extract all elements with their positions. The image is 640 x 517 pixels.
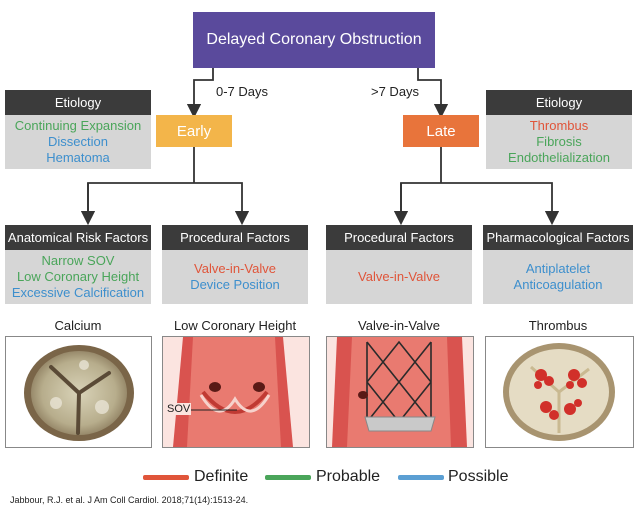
- early-label: Early: [176, 122, 212, 140]
- arrow-title-to-early: [186, 68, 214, 119]
- panel-item: Excessive Calcification: [11, 285, 145, 300]
- etiology-left-item: Dissection: [48, 134, 108, 149]
- thrombus-illustration: [485, 336, 634, 448]
- legend-possible-swatch: [398, 475, 444, 480]
- sov-annotation: SOV: [166, 403, 192, 415]
- calcified-valve-icon: [24, 345, 134, 441]
- image-label-calcium: Calcium: [54, 318, 102, 333]
- thrombus-valve-icon: [503, 343, 615, 441]
- early-box: Early: [156, 115, 232, 147]
- panel-item: Device Position: [190, 277, 280, 292]
- etiology-left-header: Etiology: [5, 90, 151, 115]
- title-box: Delayed Coronary Obstruction: [193, 12, 435, 68]
- panel-item: Valve-in-Valve: [194, 261, 276, 276]
- late-days-label: >7 Days: [371, 84, 420, 99]
- etiology-right-header: Etiology: [486, 90, 632, 115]
- pharmacological-factors-panel: Pharmacological Factors Antiplatelet Ant…: [483, 225, 633, 304]
- legend-probable-label: Probable: [316, 468, 381, 485]
- etiology-right-item: Thrombus: [529, 118, 589, 133]
- citation: Jabbour, R.J. et al. J Am Coll Cardiol. …: [10, 495, 249, 505]
- valve-in-valve-illustration: [326, 336, 474, 448]
- panel-header: Pharmacological Factors: [483, 225, 633, 250]
- panel-header: Anatomical Risk Factors: [5, 225, 151, 250]
- procedural-factors-late-panel: Procedural Factors Valve-in-Valve: [326, 225, 472, 304]
- etiology-left-panel: Etiology Continuing Expansion Dissection…: [5, 90, 151, 169]
- low-coronary-height-illustration: SOV: [162, 336, 310, 448]
- etiology-right-item: Fibrosis: [536, 134, 582, 149]
- etiology-right-panel: Etiology Thrombus Fibrosis Endothelializ…: [486, 90, 632, 169]
- image-label-valve-in-valve: Valve-in-Valve: [358, 318, 440, 333]
- panel-item: Anticoagulation: [513, 277, 603, 292]
- etiology-right-item: Endothelialization: [508, 150, 610, 165]
- etiology-left-item: Hematoma: [46, 150, 110, 165]
- late-box: Late: [403, 115, 479, 147]
- diagram-title: Delayed Coronary Obstruction: [206, 31, 422, 48]
- panel-item: Narrow SOV: [41, 253, 115, 268]
- calcium-illustration: [5, 336, 152, 448]
- late-label: Late: [426, 122, 456, 140]
- legend-probable-swatch: [265, 475, 311, 480]
- panel-item: Valve-in-Valve: [358, 269, 440, 284]
- image-label-thrombus: Thrombus: [528, 318, 588, 333]
- legend-definite-label: Definite: [194, 468, 249, 485]
- panel-header: Procedural Factors: [162, 225, 308, 250]
- procedural-factors-early-panel: Procedural Factors Valve-in-Valve Device…: [162, 225, 308, 304]
- etiology-left-item: Continuing Expansion: [14, 118, 142, 133]
- panel-item: Antiplatelet: [525, 261, 591, 276]
- legend-possible-label: Possible: [448, 468, 509, 485]
- arrow-title-to-late: [417, 68, 449, 119]
- legend-definite-swatch: [143, 475, 189, 480]
- early-days-label: 0-7 Days: [216, 84, 269, 99]
- aortic-root-icon: [163, 337, 309, 447]
- panel-header: Procedural Factors: [326, 225, 472, 250]
- image-label-low-coronary-height: Low Coronary Height: [173, 318, 297, 333]
- stent-valve-icon: [327, 337, 473, 447]
- anatomical-risk-factors-panel: Anatomical Risk Factors Narrow SOV Low C…: [5, 225, 151, 304]
- panel-item: Low Coronary Height: [16, 269, 140, 284]
